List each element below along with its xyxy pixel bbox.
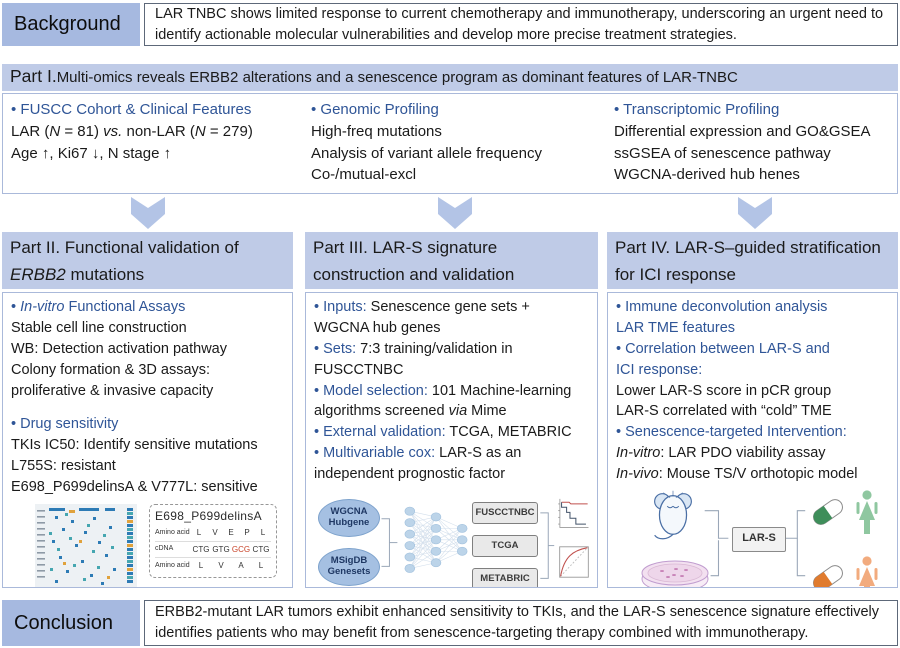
text-line: LAR (N = 81) vs. non-LAR (N = 279) [11,122,253,140]
dataset-label: METABRIC [480,573,530,585]
orange-person-icon [856,556,878,587]
part4-column: Part IV. LAR-S–guided stratification for… [607,232,898,588]
text-line: WB: Detection activation pathway [11,340,227,357]
lars-label: LAR-S [742,532,776,545]
text-line: Age ↑, Ki67 ↓, N stage ↑ [11,144,172,162]
text-line: proliferative & invasive capacity [11,382,214,399]
text-line: ssGSEA of senescence pathway [614,144,831,162]
conclusion-row: Conclusion ERBB2-mutant LAR tumors exhib… [2,600,898,646]
down-arrow-icon [438,197,472,229]
part1-col-transcriptomic: • Transcriptomic Profiling Differential … [614,99,889,188]
text-line: Colony formation & 3D assays: [11,361,211,378]
text-line: LAR-S correlated with “cold” TME [616,403,832,420]
part2-header: Part II. Functional validation of ERBB2 … [2,232,293,289]
survival-curve-icon [558,498,589,528]
text-line: Lower LAR-S score in pCR group [616,382,832,399]
text-line: independent prognostic factor [314,466,506,482]
wgcna-hubgene-oval: WGCNA Hubgene [318,498,380,537]
roc-curve-icon [559,546,589,578]
conclusion-label: Conclusion [2,600,140,646]
part4-header: Part IV. LAR-S–guided stratification for… [607,232,898,289]
down-arrow-icon [738,197,772,229]
dataset-box-tcga: TCGA [472,534,538,557]
text-line: LAR TME features [616,319,736,336]
text-line: In-vivo: Mouse TS/V orthotopic model [616,466,858,482]
text-line: • Inputs: Senescence gene sets + [314,299,530,315]
part2-content: • In-vitro Functional Assays Stable cell… [2,292,293,588]
orange-pill-icon [813,564,843,587]
part2-column: Part II. Functional validation of ERBB2 … [2,232,293,588]
text-line: E698_P699delinsA & V777L: sensitive [11,479,258,495]
part3-content: • Inputs: Senescence gene sets + WGCNA h… [305,292,598,588]
text-line: Analysis of variant allele frequency [311,144,542,162]
part4-content: • Immune deconvolution analysis LAR TME … [607,292,898,588]
dataset-label: TCGA [491,540,519,552]
part1-col-genomic: • Genomic Profiling High-freq mutations … [311,99,614,188]
text-line: • FUSCC Cohort & Clinical Features [11,101,252,118]
dataset-box-metabric: METABRIC [472,567,538,587]
oval-label: MSigDB [330,554,368,566]
oval-label: Genesets [327,565,371,577]
text-line: • Model selection: 101 Machine-learning [314,382,572,399]
codon-box-title: E698_P699delinsA [155,508,262,523]
lars-box: LAR-S [732,526,786,552]
background-text: LAR TNBC shows limited response to curre… [144,3,898,46]
text-line: • External validation: TCGA, METABRIC [314,424,572,441]
conclusion-text: ERBB2-mutant LAR tumors exhibit enhanced… [144,600,898,646]
text-line: Differential expression and GO&GSEA [614,122,871,140]
text-line: ICI response: [616,361,703,378]
dataset-label: FUSCCTNBC [475,507,535,519]
part3-graphic: WGCNA Hubgene MSigDB Genesets FUSCCTNBC … [314,488,589,587]
green-pill-icon [813,498,843,525]
text-line: • Correlation between LAR-S and [616,340,830,357]
text-line: Co-/mutual-excl [311,166,417,184]
text-line: FUSCCTNBC [314,361,404,378]
conclusion-text-content: ERBB2-mutant LAR tumors exhibit enhanced… [155,604,880,641]
text-line: TKIs IC50: Identify sensitive mutations [11,437,258,454]
background-row: Background LAR TNBC shows limited respon… [2,3,898,46]
oval-label: WGCNA [330,505,368,517]
part3-column: Part III. LAR-S signature construction a… [305,232,598,588]
text-line: • Multivariable cox: LAR-S as an [314,445,522,462]
neural-network-icon [404,506,468,573]
background-text-content: LAR TNBC shows limited response to curre… [155,5,884,43]
dataset-box-fuscctnbc: FUSCCTNBC [472,501,538,524]
petri-dish-icon [641,560,709,587]
text-line: • Transcriptomic Profiling [614,101,780,118]
part3-header: Part III. LAR-S signature construction a… [305,232,598,289]
part1-col-clinical: • FUSCC Cohort & Clinical Features LAR (… [11,99,311,188]
part1-header: Part I. Multi-omics reveals ERBB2 altera… [2,64,898,91]
part1-content: • FUSCC Cohort & Clinical Features LAR (… [2,93,898,194]
text-line: High-freq mutations [311,122,442,140]
background-label: Background [2,3,140,46]
oncoprint-thumbnail [35,503,137,587]
text-line: • Genomic Profiling [311,101,439,118]
text-line: L755S: resistant [11,458,116,475]
text-line: • Senescence-targeted Intervention: [616,424,847,441]
down-arrow-icon [131,197,165,229]
text-line: • Drug sensitivity [11,416,119,433]
text-line: In-vitro: LAR PDO viability assay [616,445,826,462]
oval-label: Hubgene [328,516,370,528]
text-line: algorithms screened via Mime [314,403,507,420]
text-line: • In-vitro Functional Assays [11,299,186,315]
text-line: • Immune deconvolution analysis [616,299,828,315]
green-person-icon [856,490,878,534]
text-line: Stable cell line construction [11,319,187,336]
text-line: • Sets: 7:3 training/validation in [314,340,513,357]
mouse-icon [654,490,692,540]
text-line: WGCNA-derived hub henes [614,166,800,184]
msigdb-genesets-oval: MSigDB Genesets [318,547,380,586]
part4-graphic: LAR-S [616,487,889,587]
text-line: WGCNA hub genes [314,319,441,336]
